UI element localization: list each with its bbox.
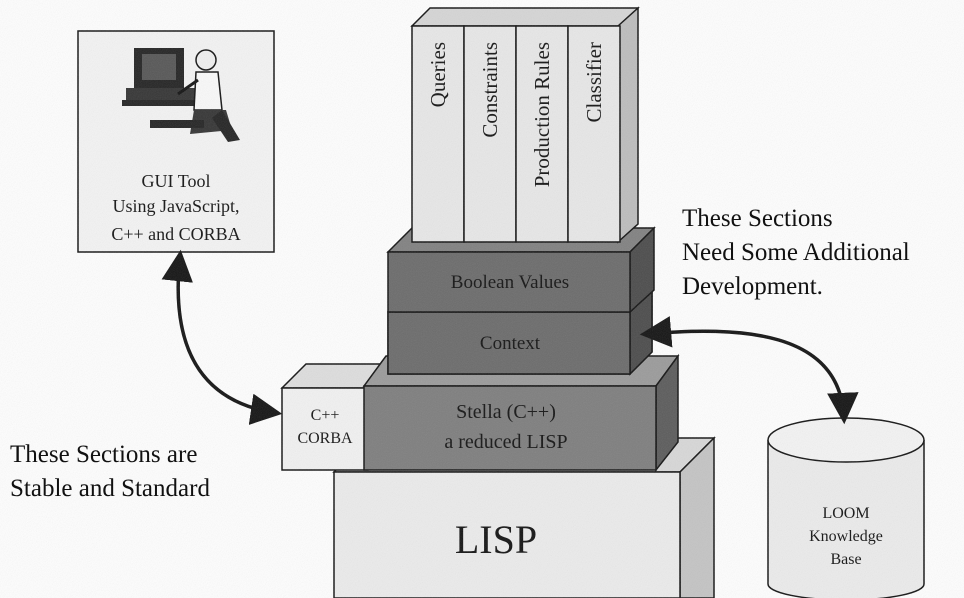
cpp-label: C++ <box>311 407 340 424</box>
gui-tool-line2: Using JavaScript, <box>113 196 240 216</box>
boolean-values-label: Boolean Values <box>451 272 569 293</box>
column-label-0: Queries <box>426 42 450 107</box>
stella-label: Stella (C++) <box>456 401 556 423</box>
feature-columns: Queries Constraints Production Rules Classi… <box>410 6 640 244</box>
reduced-lisp-label: a reduced LISP <box>444 431 567 453</box>
development-note-line1: These Sections <box>682 205 833 232</box>
context-label: Context <box>480 333 541 354</box>
base-label: Base <box>830 551 861 568</box>
column-label-3: Classifier <box>582 42 606 122</box>
development-note: These Sections Need Some Additional Deve… <box>682 202 910 304</box>
gui-tool-box: GUI Tool Using JavaScript, C++ and CORBA <box>77 30 275 253</box>
stable-note-line1: These Sections are <box>10 441 198 468</box>
column-label-2: Production Rules <box>530 42 554 187</box>
gui-tool-title: GUI Tool <box>142 171 211 191</box>
stable-note-line2: Stable and Standard <box>10 475 210 502</box>
gui-to-corba-arrow <box>161 249 283 425</box>
column-label-1: Constraints <box>478 42 502 138</box>
knowledge-label: Knowledge <box>809 528 883 545</box>
gui-tool-line3: C++ and CORBA <box>111 224 240 244</box>
stable-note: These Sections are Stable and Standard <box>10 438 210 506</box>
loom-knowledge-base: LOOM Knowledge Base <box>767 417 925 598</box>
development-note-line3: Development. <box>682 273 823 300</box>
lisp-label: LISP <box>455 517 537 562</box>
corba-label: CORBA <box>297 430 353 447</box>
development-note-line2: Need Some Additional <box>682 239 910 266</box>
loom-label: LOOM <box>822 505 869 522</box>
